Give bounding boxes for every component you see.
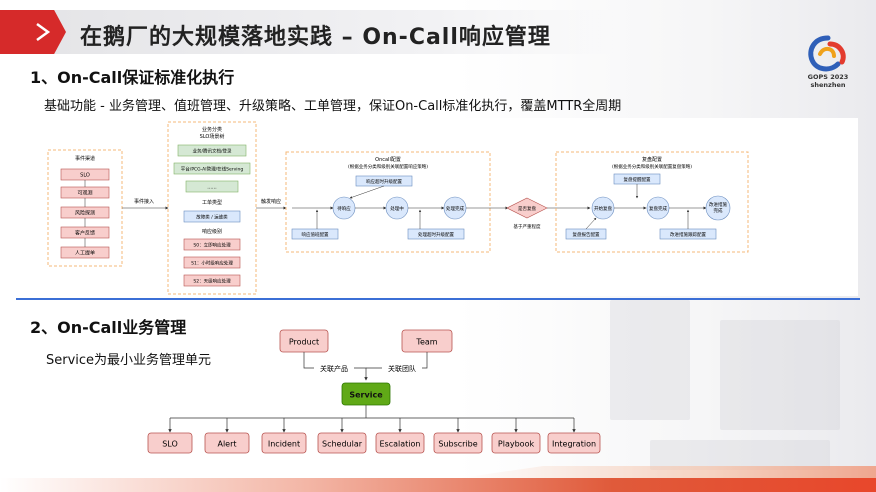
event-source-feedback: 客户反馈 bbox=[75, 230, 95, 237]
severity-box bbox=[183, 274, 241, 287]
business-title: 业务分类 bbox=[202, 126, 222, 133]
event-sources-title: 事件渠道 bbox=[75, 155, 95, 162]
footer-bar bbox=[0, 478, 876, 492]
timeout-config: 响应超时升级配置 bbox=[366, 178, 402, 185]
logo-text: GOPS 2023 shenzhen bbox=[798, 73, 858, 89]
logo-line1: GOPS 2023 bbox=[807, 73, 849, 81]
business-item-doc: 业务/腾讯文档/登录 bbox=[192, 148, 232, 155]
event-in-label: 事件接入 bbox=[134, 198, 154, 205]
child-box-slo bbox=[147, 432, 193, 454]
done-label: 处理完成 bbox=[446, 205, 464, 212]
oncall-subtitle: (根据业务分类和级别关联配置响应策略) bbox=[348, 163, 428, 170]
logo-line2: shenzhen bbox=[810, 81, 846, 89]
severity-label: 响应级别 bbox=[202, 228, 222, 235]
child-subscribe: Subscribe bbox=[438, 440, 477, 449]
improve-done-node bbox=[705, 195, 731, 221]
review-complete-label: 复盘完成 bbox=[649, 205, 667, 212]
business-item-box bbox=[177, 144, 247, 157]
review-decision-note: 基于严重程度 bbox=[514, 223, 541, 230]
event-source-slo: SLO bbox=[80, 173, 90, 179]
review-decision-label: 是否复盘 bbox=[518, 205, 536, 212]
severity-box bbox=[183, 238, 241, 251]
child-box-alert bbox=[204, 432, 250, 454]
ticket-type: 故障类 / 运维类 bbox=[196, 214, 228, 221]
escalate-config: 处理超时升级配置 bbox=[418, 231, 454, 238]
review-title: 复盘配置 bbox=[642, 156, 662, 163]
service-hierarchy-diagram: Product Team 关联产品 关联团队 Service SLO Alert… bbox=[147, 329, 601, 454]
child-slo: SLO bbox=[162, 440, 178, 449]
processing-label: 处理中 bbox=[390, 205, 404, 212]
background-block bbox=[610, 300, 690, 420]
improve-done-label: 改进措施完成 bbox=[709, 201, 727, 214]
report-config: 复盘报告配置 bbox=[573, 231, 600, 238]
shift-config-box bbox=[291, 228, 339, 240]
footer-accent bbox=[460, 466, 876, 478]
header-accent bbox=[0, 10, 66, 54]
background-block bbox=[650, 440, 830, 470]
child-integration: Integration bbox=[552, 440, 596, 449]
chevron-right-icon bbox=[36, 22, 51, 42]
review-group bbox=[555, 151, 749, 253]
event-source-observability: 可观测 bbox=[77, 190, 92, 197]
section-divider bbox=[16, 298, 860, 300]
label-bg bbox=[382, 363, 422, 373]
label-bg bbox=[314, 363, 354, 373]
child-escalation: Escalation bbox=[380, 440, 421, 449]
child-schedular: Schedular bbox=[322, 440, 363, 449]
oncall-group bbox=[285, 151, 491, 253]
severity-box bbox=[183, 256, 241, 269]
child-box-integration bbox=[547, 432, 601, 454]
service-label: Service bbox=[349, 391, 383, 400]
child-incident: Incident bbox=[268, 440, 300, 449]
business-item-box bbox=[173, 162, 251, 175]
connector-line bbox=[585, 217, 597, 230]
remind-config: 复盘提醒配置 bbox=[624, 176, 651, 183]
business-item-box bbox=[185, 180, 239, 193]
pending-label: 待响应 bbox=[337, 205, 351, 212]
child-playbook: Playbook bbox=[498, 440, 535, 449]
link-team-label: 关联团队 bbox=[388, 364, 416, 373]
event-source-manual: 人工提单 bbox=[75, 250, 95, 257]
trigger-label: 触发响应 bbox=[261, 198, 281, 205]
oncall-title: Oncall配置 bbox=[375, 157, 401, 163]
child-box-escalation bbox=[375, 432, 425, 454]
child-box-schedular bbox=[317, 432, 367, 454]
product-label: Product bbox=[289, 338, 319, 347]
background-block bbox=[720, 320, 840, 430]
team-label: Team bbox=[415, 338, 437, 347]
section1-heading: 1、On-Call保证标准化执行 bbox=[30, 68, 235, 87]
severity-s2: S2：天级响应处理 bbox=[193, 278, 231, 285]
review-start-label: 开始复盘 bbox=[594, 205, 612, 212]
event-source-risk: 风险探测 bbox=[75, 210, 95, 217]
gops-logo-icon bbox=[808, 35, 846, 72]
escalate-config-box bbox=[407, 228, 465, 240]
severity-s0: S0：立即响应处理 bbox=[193, 242, 231, 249]
link-product-label: 关联产品 bbox=[320, 364, 348, 373]
shift-config: 响应值班配置 bbox=[302, 231, 329, 238]
business-item-more: ...... bbox=[207, 185, 217, 191]
severity-s1: S1：小时级响应处理 bbox=[191, 260, 233, 267]
section2-heading: 2、On-Call业务管理 bbox=[30, 318, 187, 337]
child-box-subscribe bbox=[433, 432, 483, 454]
header-bar bbox=[0, 10, 620, 54]
business-subtitle: SLO场景树 bbox=[200, 133, 225, 140]
child-box-playbook bbox=[491, 432, 541, 454]
ticket-type-label: 工单类型 bbox=[202, 199, 222, 206]
section1-description: 基础功能 - 业务管理、值班管理、升级策略、工单管理，保证On-Call标准化执… bbox=[44, 99, 622, 114]
business-item-ai: 平台/PCG-AI管理/在线Serving bbox=[181, 166, 244, 173]
improve-config: 改进措施跟踪配置 bbox=[670, 231, 706, 238]
connector-line bbox=[349, 185, 385, 199]
child-alert: Alert bbox=[217, 440, 236, 449]
page-title: 在鹅厂的大规模落地实践 – On-Call响应管理 bbox=[80, 25, 551, 50]
review-subtitle: (根据业务分类和级别关联配置复盘策略) bbox=[612, 163, 692, 170]
section2-description: Service为最小业务管理单元 bbox=[46, 353, 212, 368]
review-decision bbox=[506, 197, 548, 219]
event-source-list: SLO 可观测 风险探测 客户反馈 人工提单 bbox=[60, 168, 110, 259]
service-children: SLO Alert Incident Schedular Escalation … bbox=[147, 418, 601, 454]
child-box-incident bbox=[261, 432, 307, 454]
ticket-type-box bbox=[183, 210, 241, 223]
oncall-flow-diagram: 事件渠道 SLO 可观测 风险探测 客户反馈 人工提单 事件接入 业务分类 SL… bbox=[20, 118, 858, 296]
